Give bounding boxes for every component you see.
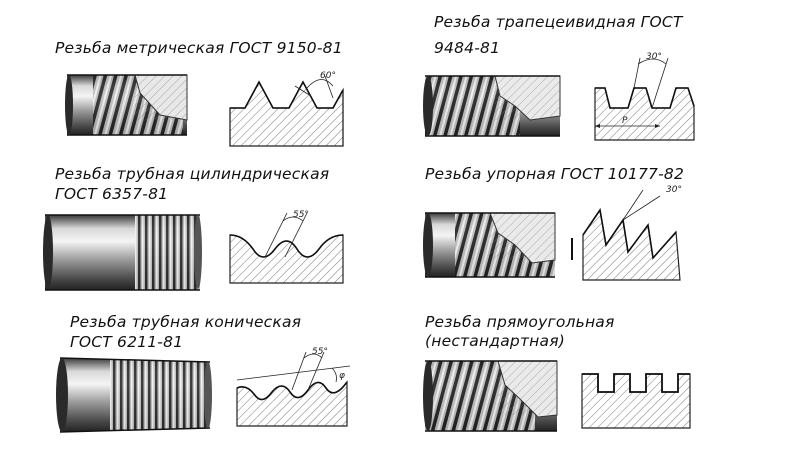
square-profile-section: [581, 373, 691, 429]
pipe-cylindrical-angle-label: 55°: [293, 210, 309, 220]
trapezoidal-screw-illustration: [423, 75, 561, 137]
pipe-tapered-profile-section: 55° φ: [236, 347, 351, 427]
trapezoidal-thread-title: Резьба трапецеивидная ГОСТ: [434, 13, 683, 31]
metric-thread-title: Резьба метрическая ГОСТ 9150-81: [55, 39, 343, 57]
metric-profile-section: 60°: [229, 71, 344, 147]
trapezoidal-profile-section: 30° P: [594, 52, 695, 141]
pipe-cylindrical-illustration: [43, 214, 202, 291]
buttress-angle-label: 30°: [666, 185, 682, 195]
pipe-tapered-angle-label: 55°: [312, 347, 328, 357]
pipe-tapered-thread-standard: ГОСТ 6211-81: [70, 333, 184, 351]
square-screw-illustration: [423, 360, 558, 432]
pipe-cylindrical-thread-standard: ГОСТ 6357-81: [55, 185, 169, 203]
trapezoidal-angle-label: 30°: [646, 52, 662, 62]
trapezoidal-pitch-label: P: [622, 116, 628, 126]
pipe-cylindrical-profile-section: 55°: [229, 210, 344, 284]
buttress-screw-illustration: [423, 212, 556, 278]
pipe-tapered-taper-label: φ: [339, 371, 345, 381]
metric-angle-label: 60°: [320, 71, 336, 81]
buttress-thread-title: Резьба упорная ГОСТ 10177-82: [425, 165, 685, 183]
pipe-tapered-thread-title: Резьба трубная коническая: [70, 313, 302, 331]
pipe-cylindrical-thread-title: Резьба трубная цилиндрическая: [55, 165, 330, 183]
trapezoidal-thread-standard: 9484-81: [434, 39, 501, 57]
square-thread-title: Резьба прямоугольная: [425, 313, 615, 331]
buttress-profile-section: 30°: [571, 185, 682, 281]
pipe-tapered-illustration: [56, 357, 212, 433]
metric-bolt-illustration: [65, 74, 188, 136]
square-thread-note: (нестандартная): [425, 332, 565, 350]
